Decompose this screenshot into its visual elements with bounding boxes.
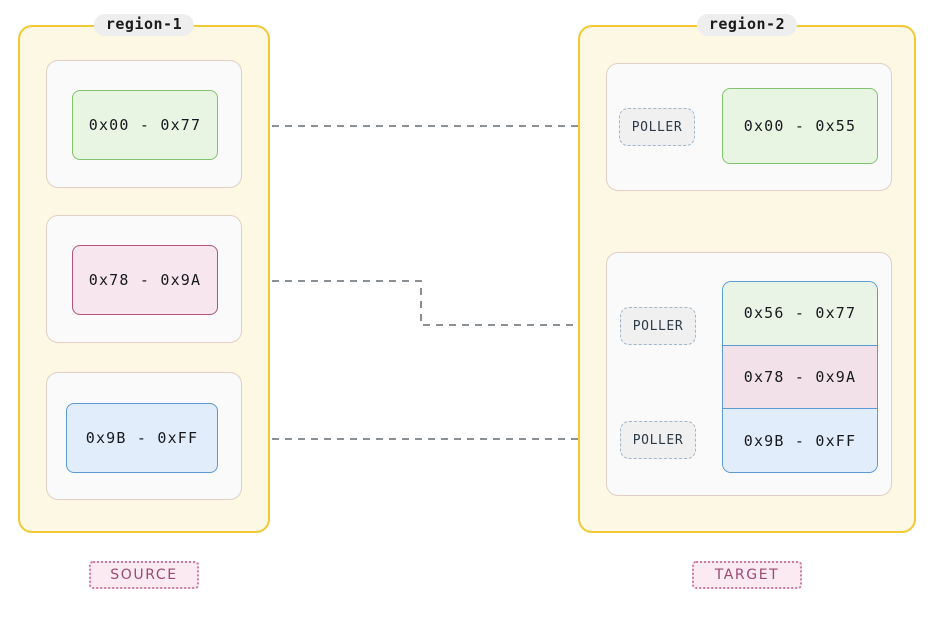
- tgt-stack: 0x56 - 0x77 0x78 - 0x9A 0x9B - 0xFF: [722, 281, 878, 473]
- stack-band-1[interactable]: 0x56 - 0x77: [723, 282, 877, 345]
- region-1-label: region-1: [93, 14, 195, 36]
- stack-band-2[interactable]: 0x78 - 0x9A: [723, 344, 877, 410]
- tgt-block-1[interactable]: 0x00 - 0x55: [722, 88, 878, 164]
- source-tag: SOURCE: [89, 561, 199, 589]
- region-2-label: region-2: [696, 14, 798, 36]
- src-block-1[interactable]: 0x00 - 0x77: [72, 90, 218, 160]
- edge-src2-to-poller2: [220, 280, 613, 331]
- src-block-2[interactable]: 0x78 - 0x9A: [72, 245, 218, 315]
- poller-3[interactable]: POLLER: [620, 421, 696, 459]
- poller-1[interactable]: POLLER: [619, 108, 695, 146]
- poller-2[interactable]: POLLER: [620, 307, 696, 345]
- src-block-3[interactable]: 0x9B - 0xFF: [66, 403, 218, 473]
- target-tag: TARGET: [692, 561, 802, 589]
- stack-band-3[interactable]: 0x9B - 0xFF: [723, 409, 877, 472]
